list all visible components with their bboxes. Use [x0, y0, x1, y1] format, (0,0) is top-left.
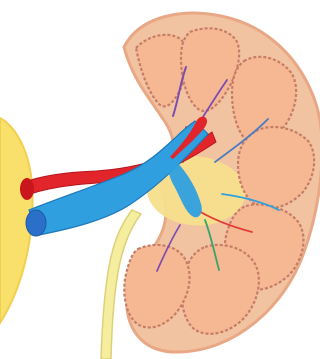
artery-opening [20, 178, 34, 200]
vein-opening [26, 210, 46, 236]
